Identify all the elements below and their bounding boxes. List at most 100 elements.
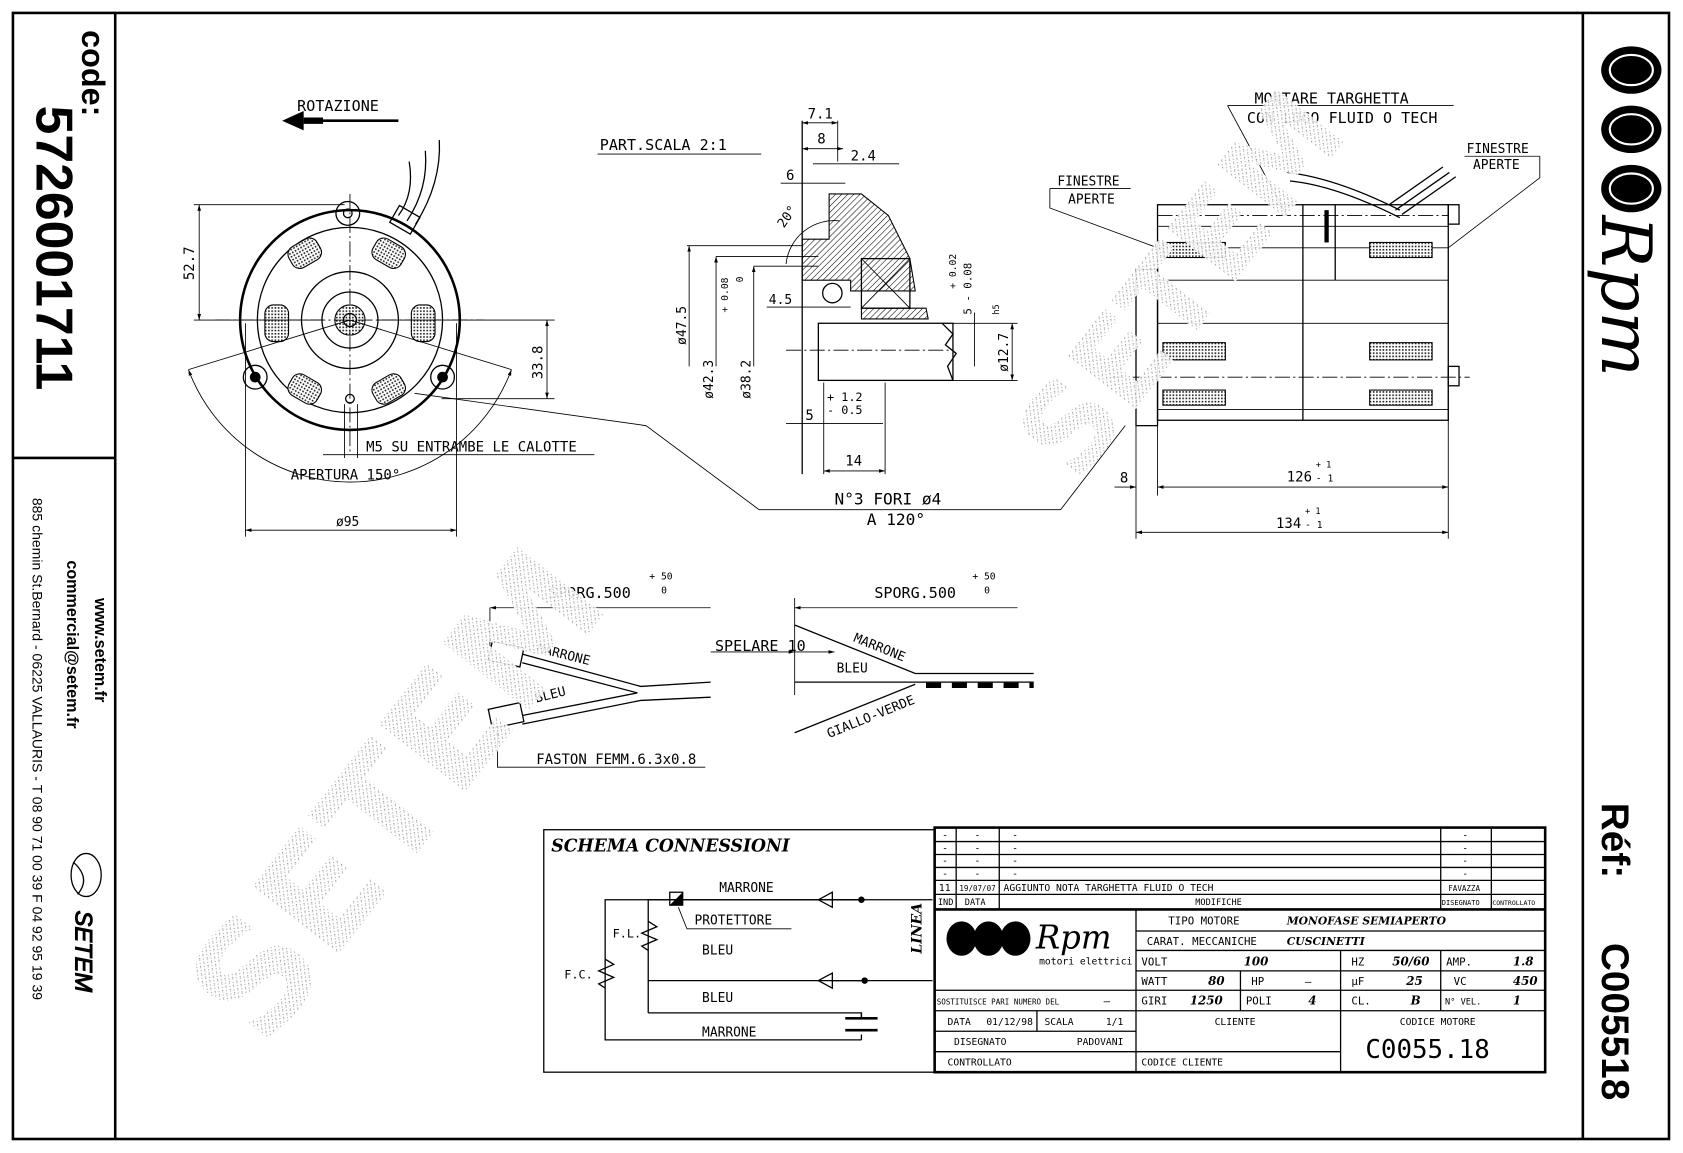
- scala-value: 1/1: [1106, 1017, 1124, 1028]
- dim-6: 6: [786, 168, 794, 184]
- uf-label: µF: [1351, 975, 1364, 988]
- dim-shaft-tol: 5 - 0.08: [961, 263, 974, 315]
- amp-value: 1.8: [1513, 954, 1534, 968]
- ref-value: C005518: [1593, 943, 1636, 1100]
- dim-2-4: 2.4: [851, 149, 876, 165]
- volt-value: 100: [1244, 954, 1269, 968]
- rev-modifica: -: [1012, 830, 1018, 841]
- disegnato-label: DISEGNATO: [954, 1037, 1007, 1048]
- code-value: 5726001711: [26, 106, 84, 391]
- code-label: code:: [75, 30, 111, 116]
- ref-label: Réf:: [1593, 803, 1636, 878]
- wire-length-left: SPORG.500: [549, 584, 631, 602]
- wire-label-bleu: BLEU: [534, 684, 568, 706]
- vc-label: VC: [1454, 975, 1467, 988]
- dim-126: 126: [1287, 470, 1312, 486]
- windows-note-1a: FINESTRE: [1057, 174, 1119, 189]
- rev-header-ind: IND: [938, 898, 954, 908]
- controllato-label: CONTROLLATO: [948, 1058, 1012, 1069]
- schema-fc: F.C.: [564, 967, 592, 981]
- dim-42-3: ø42.3: [702, 360, 717, 399]
- hz-label: HZ: [1351, 955, 1364, 968]
- dim-angle-20: 20°: [775, 203, 801, 231]
- schema-bleu-mid: BLEU: [702, 944, 733, 959]
- screw-note: M5 SU ENTRAMBE LE CALOTTE: [366, 439, 577, 455]
- dim-126-tol-plus: + 1: [1316, 461, 1332, 471]
- windows-note-1b: APERTE: [1068, 193, 1115, 208]
- dim-shaft-tol-plus: + 0.02: [948, 254, 959, 289]
- schema-marrone-top: MARRONE: [719, 881, 773, 896]
- codice-motore-label: CODICE MOTORE: [1400, 1017, 1476, 1028]
- carat-value: CUSCINETTI: [1287, 935, 1366, 948]
- cooling-windows: [264, 237, 436, 405]
- codice-cliente-label: CODICE CLIENTE: [1141, 1058, 1223, 1069]
- plate-note-2: CON LOGO FLUID O TECH: [1247, 109, 1438, 127]
- rev-ind: -: [942, 830, 948, 841]
- volt-label: VOLT: [1141, 955, 1167, 968]
- schema-bleu-low: BLEU: [702, 991, 733, 1006]
- dim-4-5: 4.5: [769, 293, 792, 308]
- revision-table: - - - - - - - - - - - - - - - - 11 19/07…: [934, 827, 1546, 911]
- rev-modifica: -: [1012, 869, 1018, 880]
- rev-data: -: [974, 830, 980, 841]
- dim-12-7: ø12.7: [997, 333, 1012, 372]
- rev-data: 19/07/07: [959, 884, 995, 893]
- tipo-motore-label: TIPO MOTORE: [1168, 915, 1239, 928]
- dim-134-tol-minus: - 1: [1305, 520, 1323, 531]
- rev-header-controllato: CONTROLLATO: [1492, 899, 1535, 907]
- wire-tol-zero-right: 0: [984, 586, 990, 597]
- amp-label: AMP.: [1446, 955, 1472, 968]
- dim-7-1: 7.1: [808, 107, 833, 123]
- rev-disegnato: -: [1462, 856, 1468, 867]
- opening-angle-label: APERTURA 150°: [291, 468, 401, 484]
- tipo-motore-value: MONOFASE SEMIAPERTO: [1286, 915, 1447, 928]
- watt-label: WATT: [1141, 975, 1167, 988]
- wire-label-bleu-right: BLEU: [837, 661, 868, 676]
- rev-disegnato: -: [1462, 843, 1468, 854]
- dim-38-2: ø38.2: [740, 360, 755, 399]
- rev-disegnato: -: [1462, 830, 1468, 841]
- title-logo-sub: motori elettrici: [1039, 956, 1132, 967]
- email-link[interactable]: commercial@setem.fr: [63, 560, 81, 729]
- hp-label: HP: [1251, 975, 1264, 988]
- dim-134-tol-plus: + 1: [1305, 507, 1321, 517]
- rotation-label: ROTAZIONE: [297, 97, 379, 115]
- rev-ind: 11: [939, 883, 951, 894]
- wire-label-marrone-right: MARRONE: [851, 631, 907, 665]
- rev-modifica: -: [1012, 856, 1018, 867]
- hz-value: 50/60: [1392, 954, 1430, 968]
- nvel-value: 1: [1513, 993, 1521, 1007]
- schema-linea: LINEA: [910, 903, 926, 955]
- dim-8: 8: [817, 131, 825, 147]
- strip-length-label: SPELARE 10: [715, 637, 806, 655]
- side-view: MONTARE TARGHETTA CON LOGO FLUID O TECH …: [1049, 89, 1541, 539]
- schema-title: SCHEMA CONNESSIONI: [551, 836, 790, 856]
- cliente-label: CLIENTE: [1215, 1017, 1256, 1028]
- disegnato-value: PADOVANI: [1077, 1037, 1124, 1048]
- website-link[interactable]: www.setem.fr: [91, 597, 109, 703]
- schema-fl: F.L.: [613, 926, 641, 940]
- nvel-label: N° VEL.: [1445, 997, 1481, 1007]
- rev-data: -: [974, 843, 980, 854]
- rev-modifica: AGGIUNTO NOTA TARGHETTA FLUID O TECH: [1004, 883, 1214, 894]
- windows-note-2a: FINESTRE: [1467, 142, 1529, 157]
- connection-schema: SCHEMA CONNESSIONI MARRONE PROTETTORE BL…: [543, 829, 936, 1073]
- giri-value: 1250: [1190, 993, 1224, 1007]
- address-text: 885 chemin St.Bernard - 06225 VALLAURIS …: [29, 498, 45, 1000]
- schema-marrone-low: MARRONE: [702, 1026, 756, 1041]
- windows-note-2b: APERTE: [1473, 158, 1520, 173]
- setem-watermark: SETEM: [154, 517, 642, 1073]
- wires-right: SPORG.500 + 50 0 SPELARE 10 MARRONE BLEU…: [710, 572, 1034, 742]
- data-value: 01/12/98: [986, 1017, 1033, 1028]
- dim-fit-h5: h5: [992, 304, 1002, 314]
- rev-disegnato: -: [1462, 869, 1468, 880]
- scala-label: SCALA: [1044, 1017, 1073, 1028]
- rev-header-data: DATA: [965, 898, 987, 908]
- svg-text:SETEM: SETEM: [69, 911, 95, 993]
- wire-tol-plus-right: + 50: [972, 572, 995, 583]
- rotation-arrow-icon: [282, 110, 304, 131]
- setem-logo: SETEM: [69, 852, 102, 993]
- right-strip: Rpm Réf: C005518: [1585, 46, 1665, 1100]
- dim-134: 134: [1276, 516, 1301, 532]
